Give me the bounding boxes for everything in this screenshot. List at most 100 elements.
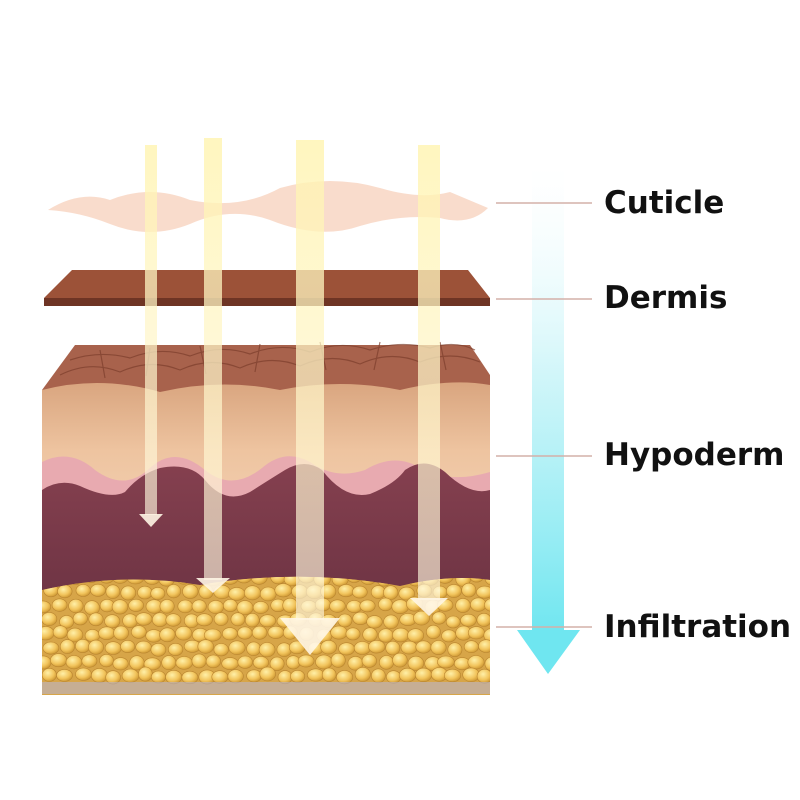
fat-cell xyxy=(383,586,398,600)
fat-cell xyxy=(76,585,90,597)
fat-cell xyxy=(198,640,214,654)
fat-cell xyxy=(69,599,84,613)
fat-cell xyxy=(362,654,377,667)
fat-cell xyxy=(82,655,97,668)
fat-cell xyxy=(437,656,454,668)
fat-cell xyxy=(176,657,193,670)
fat-cell xyxy=(176,626,192,640)
fat-cell xyxy=(192,600,206,613)
fat-cell xyxy=(352,586,367,598)
fat-cell xyxy=(431,641,446,655)
fat-cell xyxy=(442,630,457,642)
fat-cell xyxy=(461,614,477,626)
fat-cell xyxy=(378,598,392,611)
fat-cell xyxy=(484,599,498,612)
fat-cell xyxy=(166,614,181,627)
fat-cell xyxy=(206,655,221,668)
fat-cell xyxy=(89,613,103,626)
fat-cell xyxy=(338,584,354,596)
fat-cell xyxy=(162,656,176,670)
fat-cell xyxy=(456,598,471,612)
fat-cell xyxy=(238,656,253,668)
fat-cell xyxy=(432,612,446,624)
fat-cell xyxy=(105,642,121,655)
label-infiltration: Infiltration xyxy=(604,612,791,643)
fat-cell xyxy=(330,600,346,613)
fat-cell xyxy=(131,626,146,639)
fat-cell xyxy=(229,587,246,600)
fat-cell xyxy=(99,627,115,640)
fat-cell xyxy=(416,641,431,653)
fat-cell xyxy=(204,629,221,641)
fat-cell xyxy=(408,629,424,643)
fat-cell xyxy=(321,640,337,654)
fat-cell xyxy=(479,640,494,653)
fat-cell xyxy=(121,586,136,600)
fat-cell xyxy=(151,587,165,599)
fat-cell xyxy=(112,600,128,614)
fat-cell xyxy=(160,599,174,613)
fat-cell xyxy=(160,628,176,642)
fat-cell xyxy=(468,627,484,639)
fat-cell xyxy=(208,600,224,613)
fat-cell xyxy=(138,586,153,599)
fat-cell xyxy=(223,599,237,611)
fat-cell xyxy=(66,656,82,669)
fat-cell xyxy=(76,668,92,680)
fat-cell xyxy=(214,644,229,656)
fat-cell xyxy=(363,628,378,642)
fat-cell xyxy=(331,626,348,639)
label-dermis: Dermis xyxy=(604,283,727,314)
fat-cell xyxy=(122,669,139,682)
fat-cell xyxy=(278,671,292,684)
fat-cell xyxy=(253,601,268,613)
fat-cell xyxy=(136,641,152,653)
fat-cell xyxy=(34,601,51,613)
fat-cell xyxy=(252,626,267,639)
fat-cell xyxy=(378,629,393,643)
fat-cell xyxy=(386,671,400,684)
fat-cell xyxy=(283,598,298,612)
fat-cell xyxy=(50,654,66,667)
fat-cell xyxy=(415,668,431,682)
fat-cell xyxy=(393,653,408,667)
fat-cell xyxy=(222,658,239,670)
fat-cell xyxy=(57,669,73,681)
label-hypoderm: Hypoderm xyxy=(604,440,784,471)
fat-cell xyxy=(392,628,409,642)
fat-cell xyxy=(38,626,55,640)
fat-cell xyxy=(260,615,276,627)
fat-cell xyxy=(426,625,440,639)
fat-cell xyxy=(495,643,509,656)
fat-cell xyxy=(196,614,212,626)
fat-cell xyxy=(91,668,107,682)
fat-cell xyxy=(354,642,370,655)
fat-cell xyxy=(492,668,509,681)
fat-cell xyxy=(336,671,352,684)
fat-cell xyxy=(123,614,138,628)
fat-cell xyxy=(446,584,461,597)
fat-cell xyxy=(212,671,228,684)
fat-cell xyxy=(468,656,484,670)
fat-cell xyxy=(386,641,400,655)
fat-cell xyxy=(136,613,152,626)
fat-cell xyxy=(42,668,56,681)
fat-cell xyxy=(384,615,399,629)
label-cuticle: Cuticle xyxy=(604,188,724,219)
fat-cell xyxy=(182,671,198,684)
fat-cell xyxy=(138,667,152,681)
fat-cell xyxy=(259,643,275,657)
fat-cell xyxy=(60,640,74,654)
fat-cell xyxy=(42,612,57,625)
fat-cell xyxy=(353,612,369,625)
fat-cell xyxy=(113,658,128,670)
fat-cell xyxy=(58,585,73,598)
fat-cell xyxy=(231,613,245,626)
fat-cell xyxy=(444,669,460,682)
fat-cell xyxy=(464,641,478,653)
fat-cell xyxy=(152,613,167,627)
fat-cell xyxy=(214,613,228,626)
fat-cell xyxy=(290,670,304,682)
fat-cell xyxy=(260,587,276,601)
